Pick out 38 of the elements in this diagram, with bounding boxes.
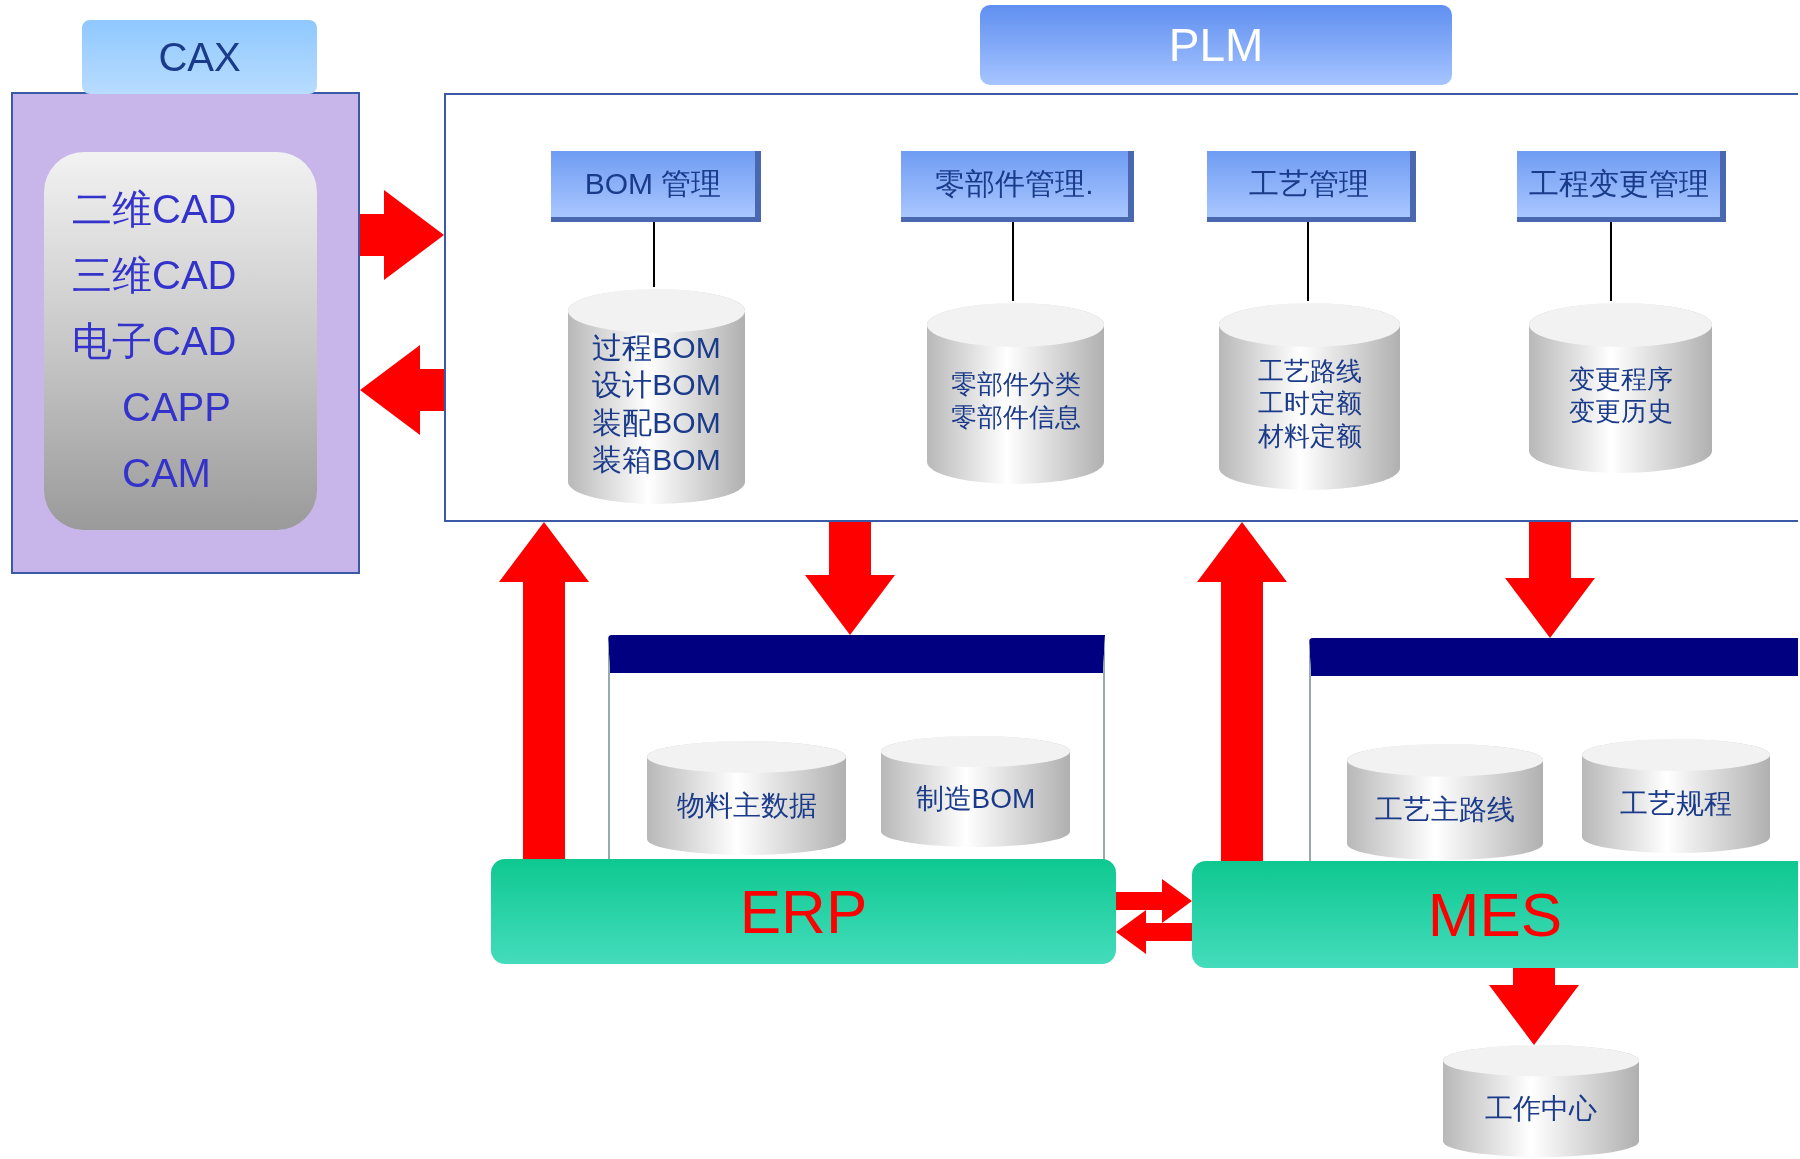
arrow	[1197, 522, 1287, 861]
arrow	[1505, 522, 1595, 638]
list-item: CAPP	[121, 384, 232, 431]
list-item: 三维CAD	[71, 252, 238, 299]
cylinder-text: 过程BOM	[592, 329, 721, 366]
arrow	[499, 522, 589, 859]
list-item: 二维CAD	[71, 186, 238, 233]
arrow	[1116, 910, 1192, 954]
cylinder-text: 制造BOM	[915, 782, 1036, 816]
cylinder-text: 材料定额	[1257, 419, 1362, 453]
cylinder-text: 工作中心	[1485, 1091, 1597, 1126]
arrow	[1489, 968, 1579, 1045]
header-box: 零部件管理.	[901, 151, 1134, 222]
arrow	[1116, 879, 1192, 923]
system-bar: ERP	[491, 859, 1116, 964]
rounded-box	[44, 152, 317, 530]
list-item: CAM	[121, 450, 212, 497]
cylinder-text: 工时定额	[1257, 387, 1362, 420]
arrow	[360, 190, 444, 280]
title-tab: PLM	[980, 5, 1452, 85]
cylinder-text: 零部件分类	[950, 368, 1081, 401]
header-box: 工艺管理	[1207, 151, 1416, 222]
cylinder-text: 装箱BOM	[592, 442, 721, 478]
header-box: BOM 管理	[551, 151, 761, 222]
cylinder-text: 物料主数据	[676, 788, 817, 823]
cylinder-text: 变更历史	[1568, 395, 1673, 428]
cylinder-text: 工艺主路线	[1375, 792, 1515, 827]
arrow	[360, 345, 444, 435]
cylinder-text: 装配BOM	[592, 404, 721, 441]
list-item: 电子CAD	[71, 318, 238, 365]
cylinder-text: 零部件信息	[950, 400, 1081, 433]
cylinder-text: 工艺规程	[1620, 786, 1732, 821]
cylinder-text: 变更程序	[1568, 362, 1673, 395]
cylinder-text: 工艺路线	[1257, 354, 1362, 388]
header-box: 工程变更管理	[1517, 151, 1726, 222]
cylinder-text: 设计BOM	[592, 367, 721, 403]
arrow	[805, 522, 895, 635]
title-tab: CAX	[82, 20, 317, 94]
